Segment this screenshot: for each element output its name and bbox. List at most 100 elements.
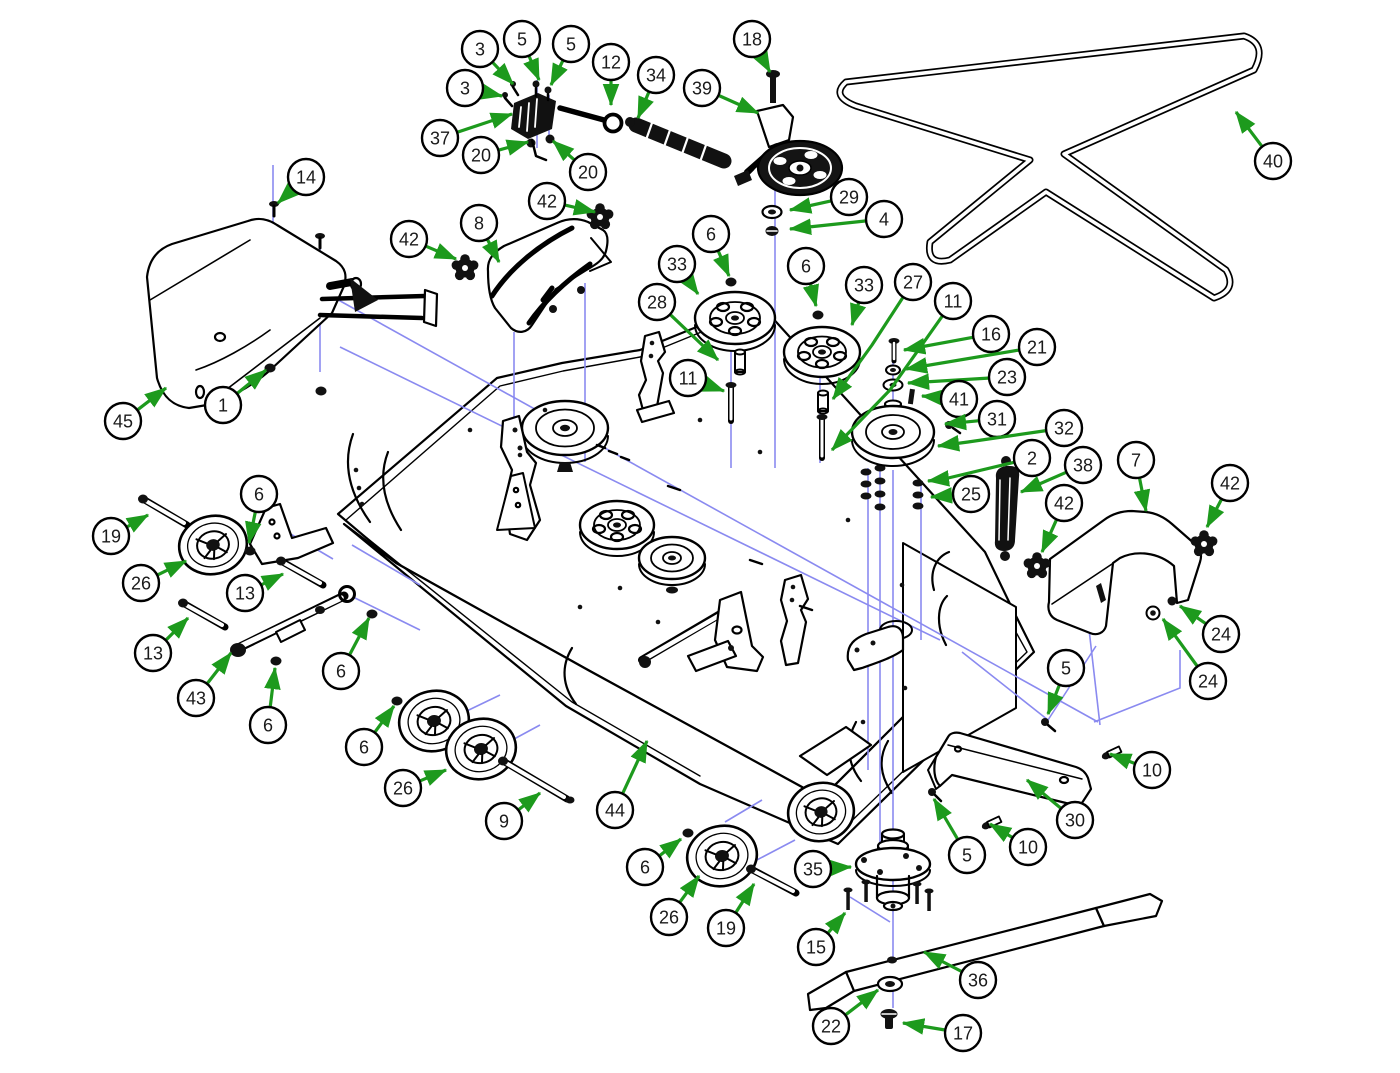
callout-arrow xyxy=(932,797,959,840)
callout-number: 3 xyxy=(475,39,485,59)
callout-number: 1 xyxy=(218,395,228,415)
callout-number: 15 xyxy=(806,937,826,957)
caster-wheel xyxy=(786,781,856,843)
callout-arrow xyxy=(831,297,904,401)
baffle xyxy=(846,620,913,672)
callout-number: 35 xyxy=(803,859,823,879)
callout-balloon xyxy=(987,357,1027,397)
callout-arrow xyxy=(549,60,568,87)
callout-arrow xyxy=(802,283,819,308)
callout-arrow xyxy=(901,1018,945,1035)
callout-number: 45 xyxy=(113,411,133,431)
callout-balloon xyxy=(321,651,361,691)
bolt-5-a xyxy=(1041,718,1057,733)
callout-number: 6 xyxy=(263,715,273,735)
callout-balloon xyxy=(595,790,635,830)
support-link-right xyxy=(994,456,1020,561)
callout-number: 18 xyxy=(742,29,762,49)
rear-rail-30 xyxy=(927,731,1093,808)
callout-balloon xyxy=(668,358,708,398)
callout-arrow xyxy=(926,460,1014,487)
callout-arrow xyxy=(718,94,760,115)
callout-balloon xyxy=(344,727,384,767)
washer-22 xyxy=(876,975,904,993)
callout-arrow xyxy=(260,572,285,591)
callout-balloon xyxy=(420,118,460,158)
callout-number: 30 xyxy=(1065,810,1085,830)
callout-arrow xyxy=(936,429,1046,452)
callout-balloon xyxy=(691,214,731,254)
callout-balloon xyxy=(829,177,869,217)
callout-balloon xyxy=(1008,827,1048,867)
callout-number: 33 xyxy=(854,275,874,295)
callout-arrow xyxy=(157,559,188,578)
wheel-bracket-front xyxy=(798,725,873,777)
callout-arrow xyxy=(276,182,300,205)
callout-arrow xyxy=(1108,752,1135,770)
spring-assembly xyxy=(557,105,732,169)
callout-number: 40 xyxy=(1263,151,1283,171)
callout-balloon xyxy=(1044,483,1084,523)
callout-arrow xyxy=(551,139,575,162)
hanger-front-center xyxy=(638,573,810,673)
callout-balloon xyxy=(951,474,991,514)
spacer-27 xyxy=(817,389,829,415)
callout-balloon xyxy=(958,960,998,1000)
callout-balloon xyxy=(527,181,567,221)
callout-number: 16 xyxy=(981,324,1001,344)
washer-stack xyxy=(860,464,924,511)
callout-arrow xyxy=(425,243,458,261)
callout-number: 24 xyxy=(1211,624,1231,644)
bolts-15 xyxy=(843,879,934,911)
callout-number: 20 xyxy=(578,162,598,182)
callout-arrow xyxy=(850,302,867,327)
callout-number: 26 xyxy=(131,573,151,593)
axle-bolt-19-right xyxy=(746,864,800,897)
blade-36 xyxy=(806,892,1164,1012)
callout-number: 44 xyxy=(605,800,625,820)
callout-arrow xyxy=(679,271,700,296)
callout-number: 5 xyxy=(962,845,972,865)
callout-number: 38 xyxy=(1073,455,1093,475)
deck-holes xyxy=(467,407,908,725)
callout-number: 43 xyxy=(186,688,206,708)
callout-arrow xyxy=(264,666,281,707)
callout-balloon xyxy=(203,385,243,425)
belt-cover xyxy=(486,218,612,333)
callout-arrow xyxy=(922,950,962,973)
callout-number: 33 xyxy=(667,254,687,274)
callout-balloon xyxy=(239,474,279,514)
callout-number: 5 xyxy=(1061,658,1071,678)
drive-belt xyxy=(836,32,1263,302)
callout-balloon xyxy=(461,135,501,175)
callout-arrow xyxy=(125,513,150,533)
callout-balloon xyxy=(893,262,933,302)
callout-balloon xyxy=(1188,661,1228,701)
callout-balloon xyxy=(389,219,429,259)
callout-balloon xyxy=(1132,750,1172,790)
callout-number: 6 xyxy=(801,256,811,276)
callout-arrow xyxy=(636,91,654,120)
spacer-28 xyxy=(734,348,746,376)
bolt-13-upper xyxy=(276,556,327,589)
caster-wheel xyxy=(685,824,759,888)
callout-arrow xyxy=(565,199,597,216)
callout-arrow xyxy=(678,874,701,903)
callout-number: 3 xyxy=(460,78,470,98)
callout-number: 36 xyxy=(968,970,988,990)
callout-number: 42 xyxy=(1054,493,1074,513)
callout-arrow xyxy=(929,487,953,504)
callout-number: 6 xyxy=(640,857,650,877)
knob-42-right-b xyxy=(1190,530,1218,557)
discharge-chute xyxy=(145,201,439,410)
callout-number: 42 xyxy=(1220,473,1240,493)
callout-balloon xyxy=(933,281,973,321)
callout-number: 34 xyxy=(646,65,666,85)
nut-6 xyxy=(244,546,256,556)
callout-number: 23 xyxy=(997,367,1017,387)
axle-bolt-19-left xyxy=(138,494,191,529)
caster-wheel xyxy=(177,514,249,576)
